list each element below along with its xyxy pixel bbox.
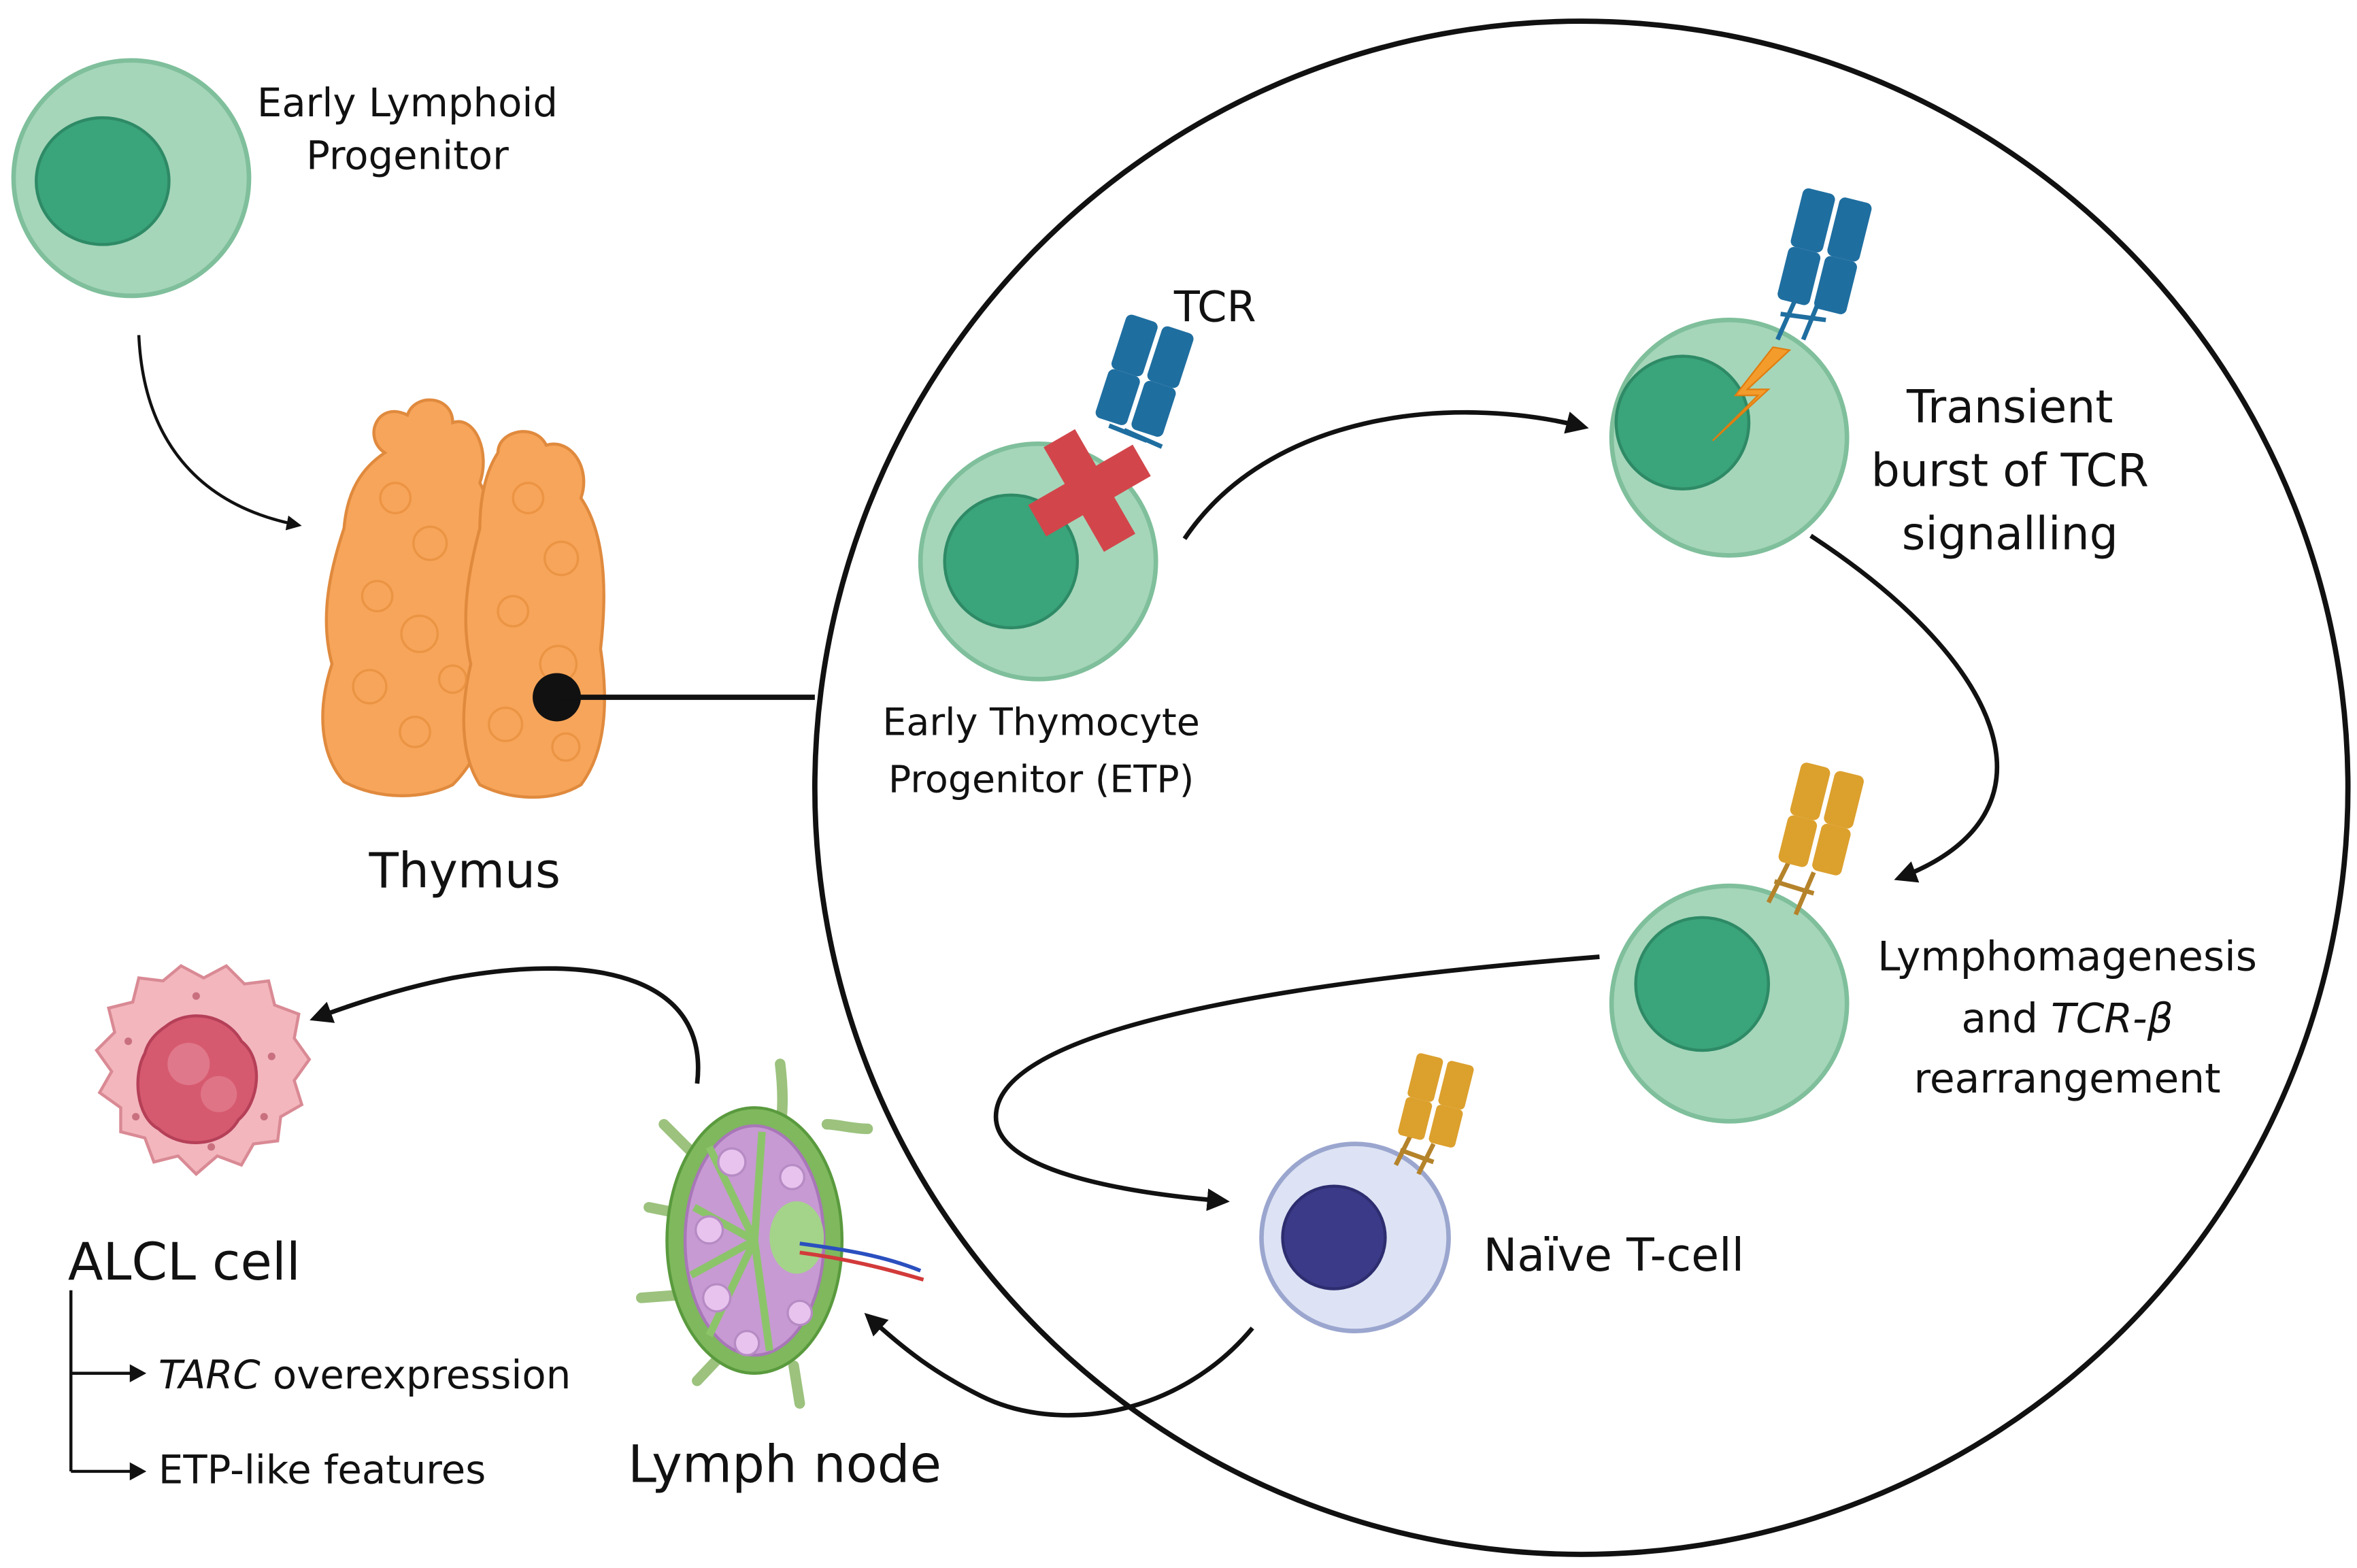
lymphomagenesis-label-line1: Lymphomagenesis <box>1877 933 2257 980</box>
transient-label-line1: Transient <box>1906 380 2113 433</box>
etp-like-arrowhead <box>129 1462 147 1481</box>
thymus-interior-circle <box>812 18 2351 1557</box>
arrow-naive-to-lymph-node <box>864 1312 1254 1418</box>
etp-label-line2: Progenitor (ETP) <box>888 758 1194 802</box>
etp-like-features-label: ETP-like features <box>158 1447 486 1493</box>
etp-label-line1: Early Thymocyte <box>882 701 1199 744</box>
lymphomagenesis-label-line2: and TCR-β <box>1961 995 2173 1042</box>
arrow-progenitor-to-thymus <box>137 335 302 531</box>
transient-label-line2: burst of TCR <box>1871 444 2149 497</box>
naive-t-cell <box>1259 1141 1451 1333</box>
thymus-label: Thymus <box>369 842 561 899</box>
tcr-receptor-blocked-icon <box>1095 314 1194 449</box>
tcr-beta-label: TCR-β <box>2051 995 2173 1042</box>
alcl-cell-label: ALCL cell <box>68 1232 301 1292</box>
lymphomagenesis-label-line3: rearrangement <box>1914 1055 2221 1103</box>
alcl-feature-bracket <box>69 1290 133 1473</box>
tarc-overexpression-label: TARC overexpression <box>158 1352 571 1398</box>
tarc-label: TARC <box>158 1352 261 1398</box>
arrow-lymph-node-to-alcl <box>310 966 701 1084</box>
tarc-arrowhead <box>129 1364 147 1383</box>
tcr-receptor-active-icon <box>1775 188 1872 341</box>
naive-t-cell-label: Naïve T-cell <box>1484 1229 1745 1282</box>
lymphomagenesis-label-line2-prefix: and <box>1961 995 2051 1042</box>
lymph-node-label: Lymph node <box>628 1434 941 1494</box>
lymphomagenesis-cell <box>1609 883 1850 1124</box>
early-lymphoid-progenitor-cell <box>11 58 252 299</box>
arrow-transient-to-lymphomagenesis <box>1809 533 2000 883</box>
transient-burst-cell <box>1609 318 1850 558</box>
early-lymphoid-label-line1: Early Lymphoid <box>257 80 558 126</box>
alcl-cell <box>95 964 312 1176</box>
blocked-cross-icon <box>1028 429 1151 552</box>
early-lymphoid-label-line2: Progenitor <box>306 133 509 179</box>
arrow-etp-to-transient <box>1182 410 1589 540</box>
lightning-bolt-icon <box>1711 346 1792 441</box>
tcr-beta-receptor-icon <box>1766 763 1864 916</box>
tarc-rest-label: overexpression <box>261 1352 571 1398</box>
thymus-organ <box>321 398 606 799</box>
arrow-lymphomagenesis-to-naive <box>993 954 1600 1212</box>
tcr-label: TCR <box>1173 282 1256 332</box>
lymph-node-organ <box>636 1058 924 1409</box>
transient-label-line3: signalling <box>1902 507 2118 561</box>
naive-tcr-receptor-icon <box>1393 1053 1474 1175</box>
